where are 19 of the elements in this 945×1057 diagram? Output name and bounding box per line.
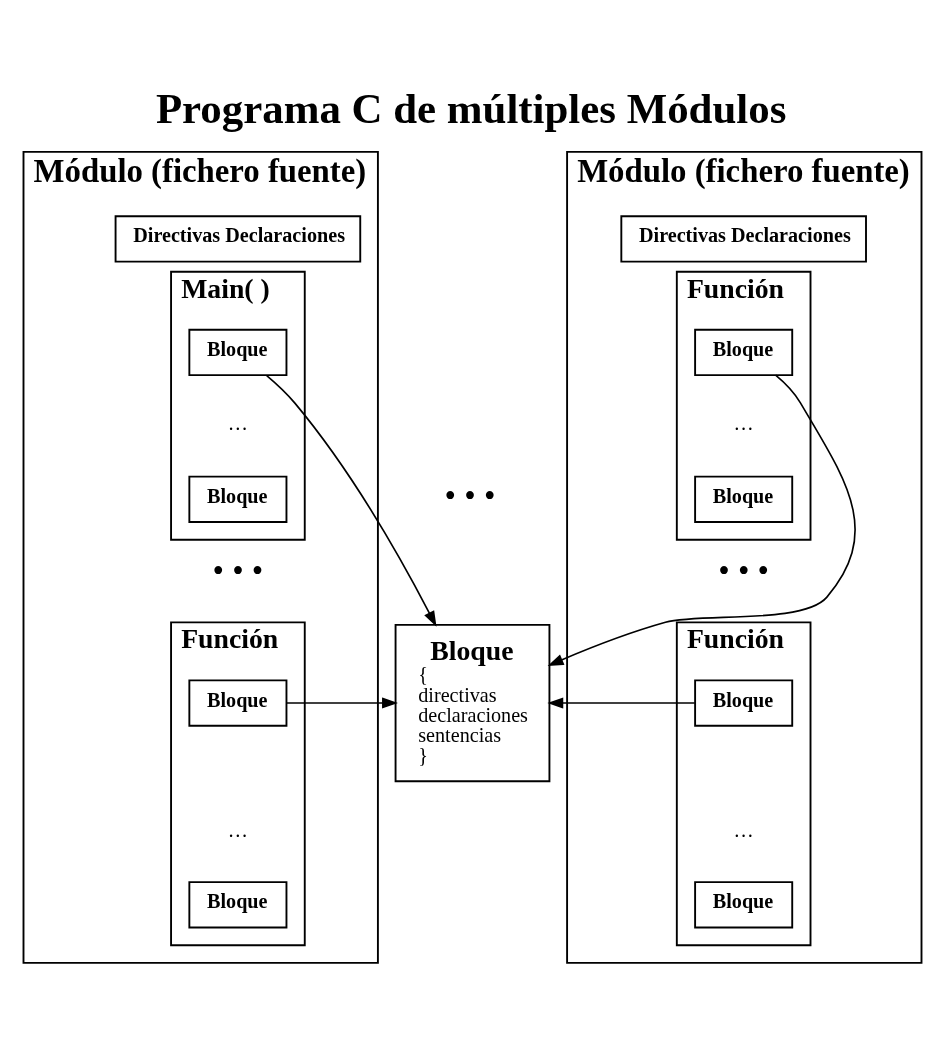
- arrow: [547, 373, 856, 666]
- diagram-title: Programa C de múltiples Módulos: [155, 84, 787, 132]
- arrow: [285, 697, 398, 709]
- arrow: [547, 697, 696, 709]
- label: • • •: [444, 477, 496, 514]
- label: • • •: [718, 552, 770, 589]
- node-box: Bloque { directivas declaraciones sentencias }: [394, 623, 551, 782]
- node-box: Bloque: [188, 678, 288, 727]
- node-box: Bloque: [188, 880, 288, 928]
- node-box: Directivas Declaraciones: [620, 214, 867, 263]
- label: • • •: [212, 552, 264, 589]
- node-box: Bloque: [188, 328, 288, 376]
- node-box: Bloque: [188, 475, 288, 523]
- node-box: Bloque: [694, 475, 794, 523]
- arrow: [265, 374, 437, 627]
- node-box: Bloque: [694, 880, 794, 928]
- node-box: Bloque: [694, 678, 794, 727]
- node-box: Bloque: [694, 328, 794, 376]
- node-box: Directivas Declaraciones: [114, 214, 362, 263]
